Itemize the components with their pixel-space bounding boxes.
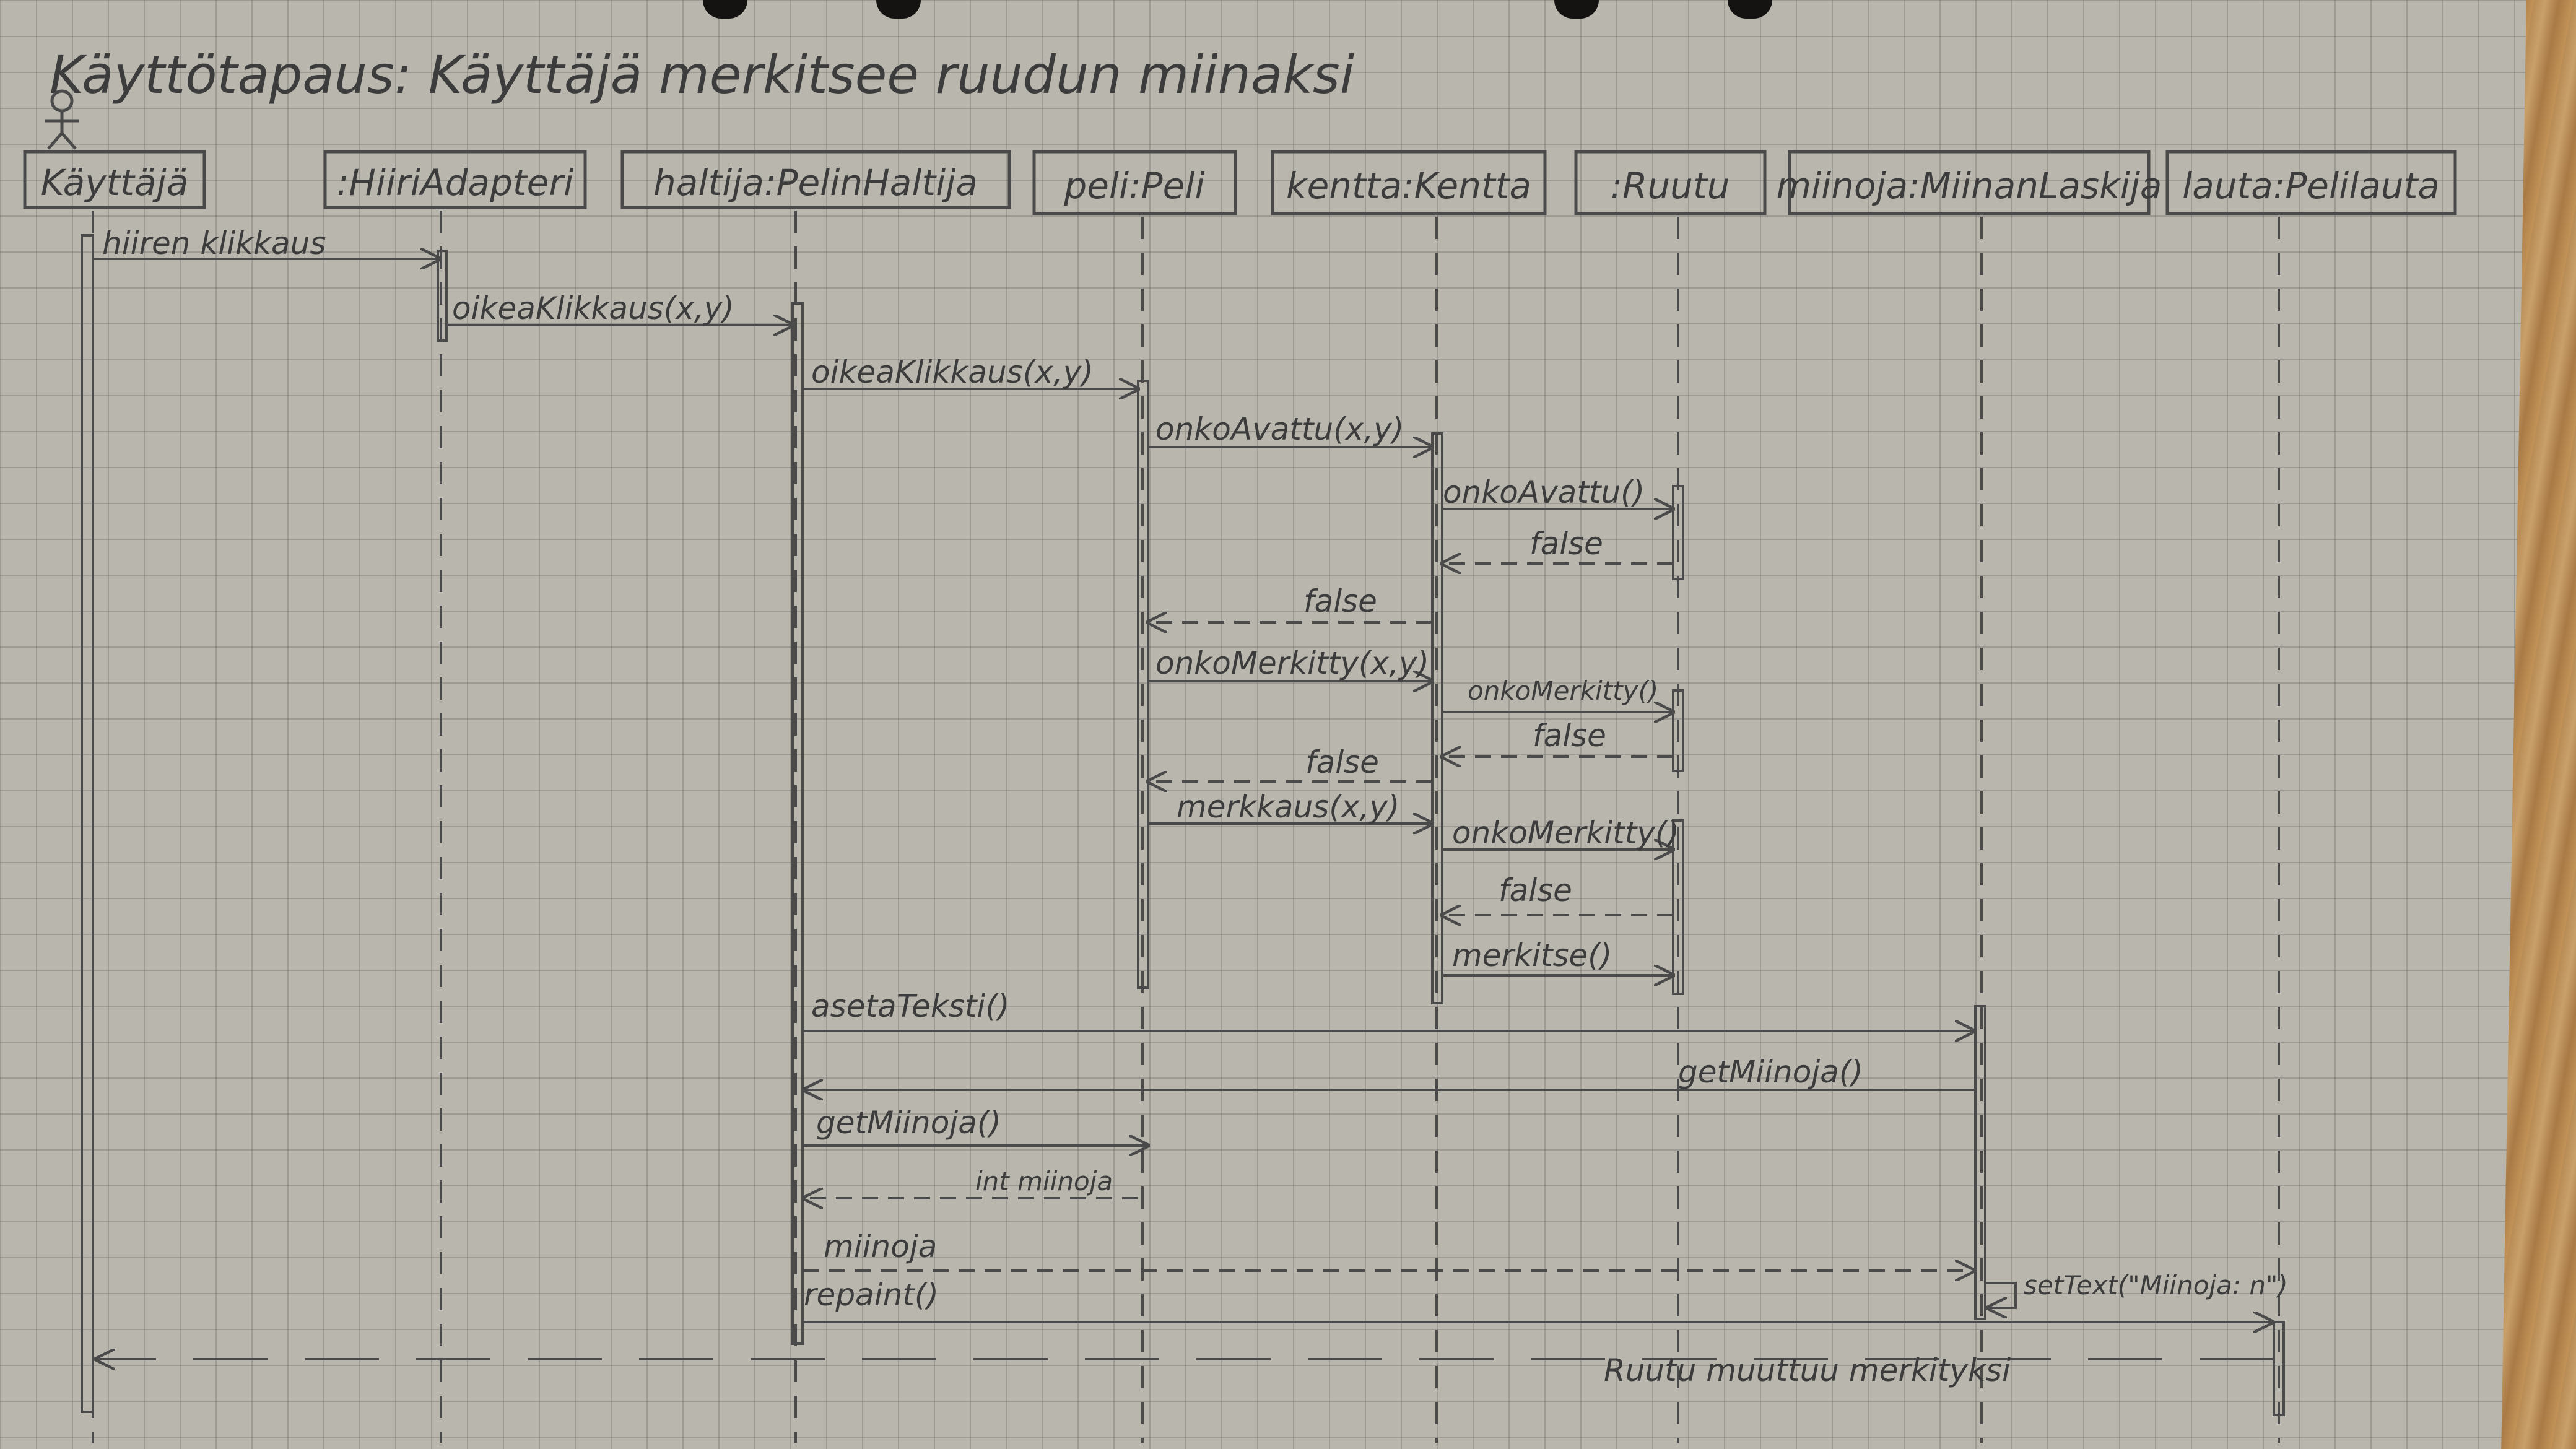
lifeline-box-pelinhaltija	[620, 150, 1011, 209]
lifeline-label-ruutu: :Ruutu	[1611, 165, 1730, 207]
lifeline-box-kayttaja	[23, 150, 206, 209]
lifeline-label-peli: peli:Peli	[1063, 165, 1204, 207]
activation-kayttaja	[80, 234, 94, 1413]
label-getmiinoja-call: getMiinoja()	[816, 1105, 1001, 1141]
label-false-3: false	[1533, 718, 1606, 754]
label-repaint: repaint()	[804, 1277, 939, 1313]
self-arrow-settext	[1985, 1282, 2017, 1308]
lifeline-label-pelinhaltija: haltija:PelinHaltija	[653, 162, 978, 204]
label-oikeaklikkaus-2: oikeaKlikkaus(x,y)	[811, 354, 1094, 390]
label-oikeaklikkaus-1: oikeaKlikkaus(x,y)	[452, 290, 734, 326]
label-onkomerkitty-2: onkoMerkitty()	[1452, 815, 1679, 851]
lifeline-label-hiiriadapteri: :HiiriAdapteri	[337, 162, 574, 204]
label-onkomerkitty-1: onkoMerkitty()	[1468, 676, 1658, 706]
lifeline-box-peli	[1032, 150, 1237, 215]
label-merkkaus: merkkaus(x,y)	[1177, 789, 1399, 825]
diagram-title: Käyttötapaus: Käyttäjä merkitsee ruudun …	[50, 45, 1354, 105]
lifeline-box-pelilauta	[2165, 150, 2457, 215]
activation-pelinhaltija	[791, 302, 804, 1345]
lifeline-box-miinanlaskija	[1788, 150, 2151, 215]
lifeline-box-ruutu	[1574, 150, 1767, 215]
activation-ruutu-3	[1672, 819, 1684, 995]
activation-kentta	[1431, 432, 1443, 1004]
label-false-4: false	[1305, 744, 1379, 780]
activation-ruutu-1	[1672, 485, 1684, 580]
label-merkitse: merkitse()	[1452, 938, 1612, 973]
label-false-1: false	[1530, 526, 1603, 562]
label-asetateksti: asetaTeksti()	[811, 988, 1009, 1024]
lifeline-label-miinanlaskija: miinoja:MiinanLaskija	[1777, 165, 2162, 207]
activation-miinanlaskija	[1974, 1005, 1986, 1320]
label-int-miinoja: int miinoja	[975, 1166, 1113, 1196]
activation-pelilauta	[2273, 1321, 2285, 1416]
label-settext: setText("Miinoja: n")	[2024, 1270, 2288, 1300]
lifeline-label-kayttaja: Käyttäjä	[41, 162, 189, 204]
label-false-2: false	[1303, 583, 1377, 619]
lifeline-label-kentta: kentta:Kentta	[1286, 165, 1531, 207]
actor-icon	[45, 89, 79, 150]
activation-peli	[1137, 380, 1149, 989]
label-ruutu-muuttuu: Ruutu muuttuu merkityksi	[1604, 1352, 2011, 1388]
label-false-5: false	[1499, 872, 1572, 908]
lifeline-box-hiiriadapteri	[323, 150, 587, 209]
activation-ruutu-2	[1672, 689, 1684, 772]
label-onkomerkitty-xy: onkoMerkitty(x,y)	[1155, 645, 1429, 681]
label-hiiren-klikkaus: hiiren klikkaus	[102, 225, 326, 261]
lifeline-label-pelilauta: lauta:Pelilauta	[2182, 165, 2440, 207]
activation-hiiriadapteri	[437, 250, 448, 342]
label-miinoja: miinoja	[824, 1229, 937, 1264]
label-onkoavattu: onkoAvattu()	[1443, 474, 1645, 510]
label-onkoavattu-xy: onkoAvattu(x,y)	[1155, 411, 1404, 447]
lifeline-box-kentta	[1271, 150, 1547, 215]
label-getmiinoja-request: getMiinoja()	[1678, 1054, 1863, 1090]
